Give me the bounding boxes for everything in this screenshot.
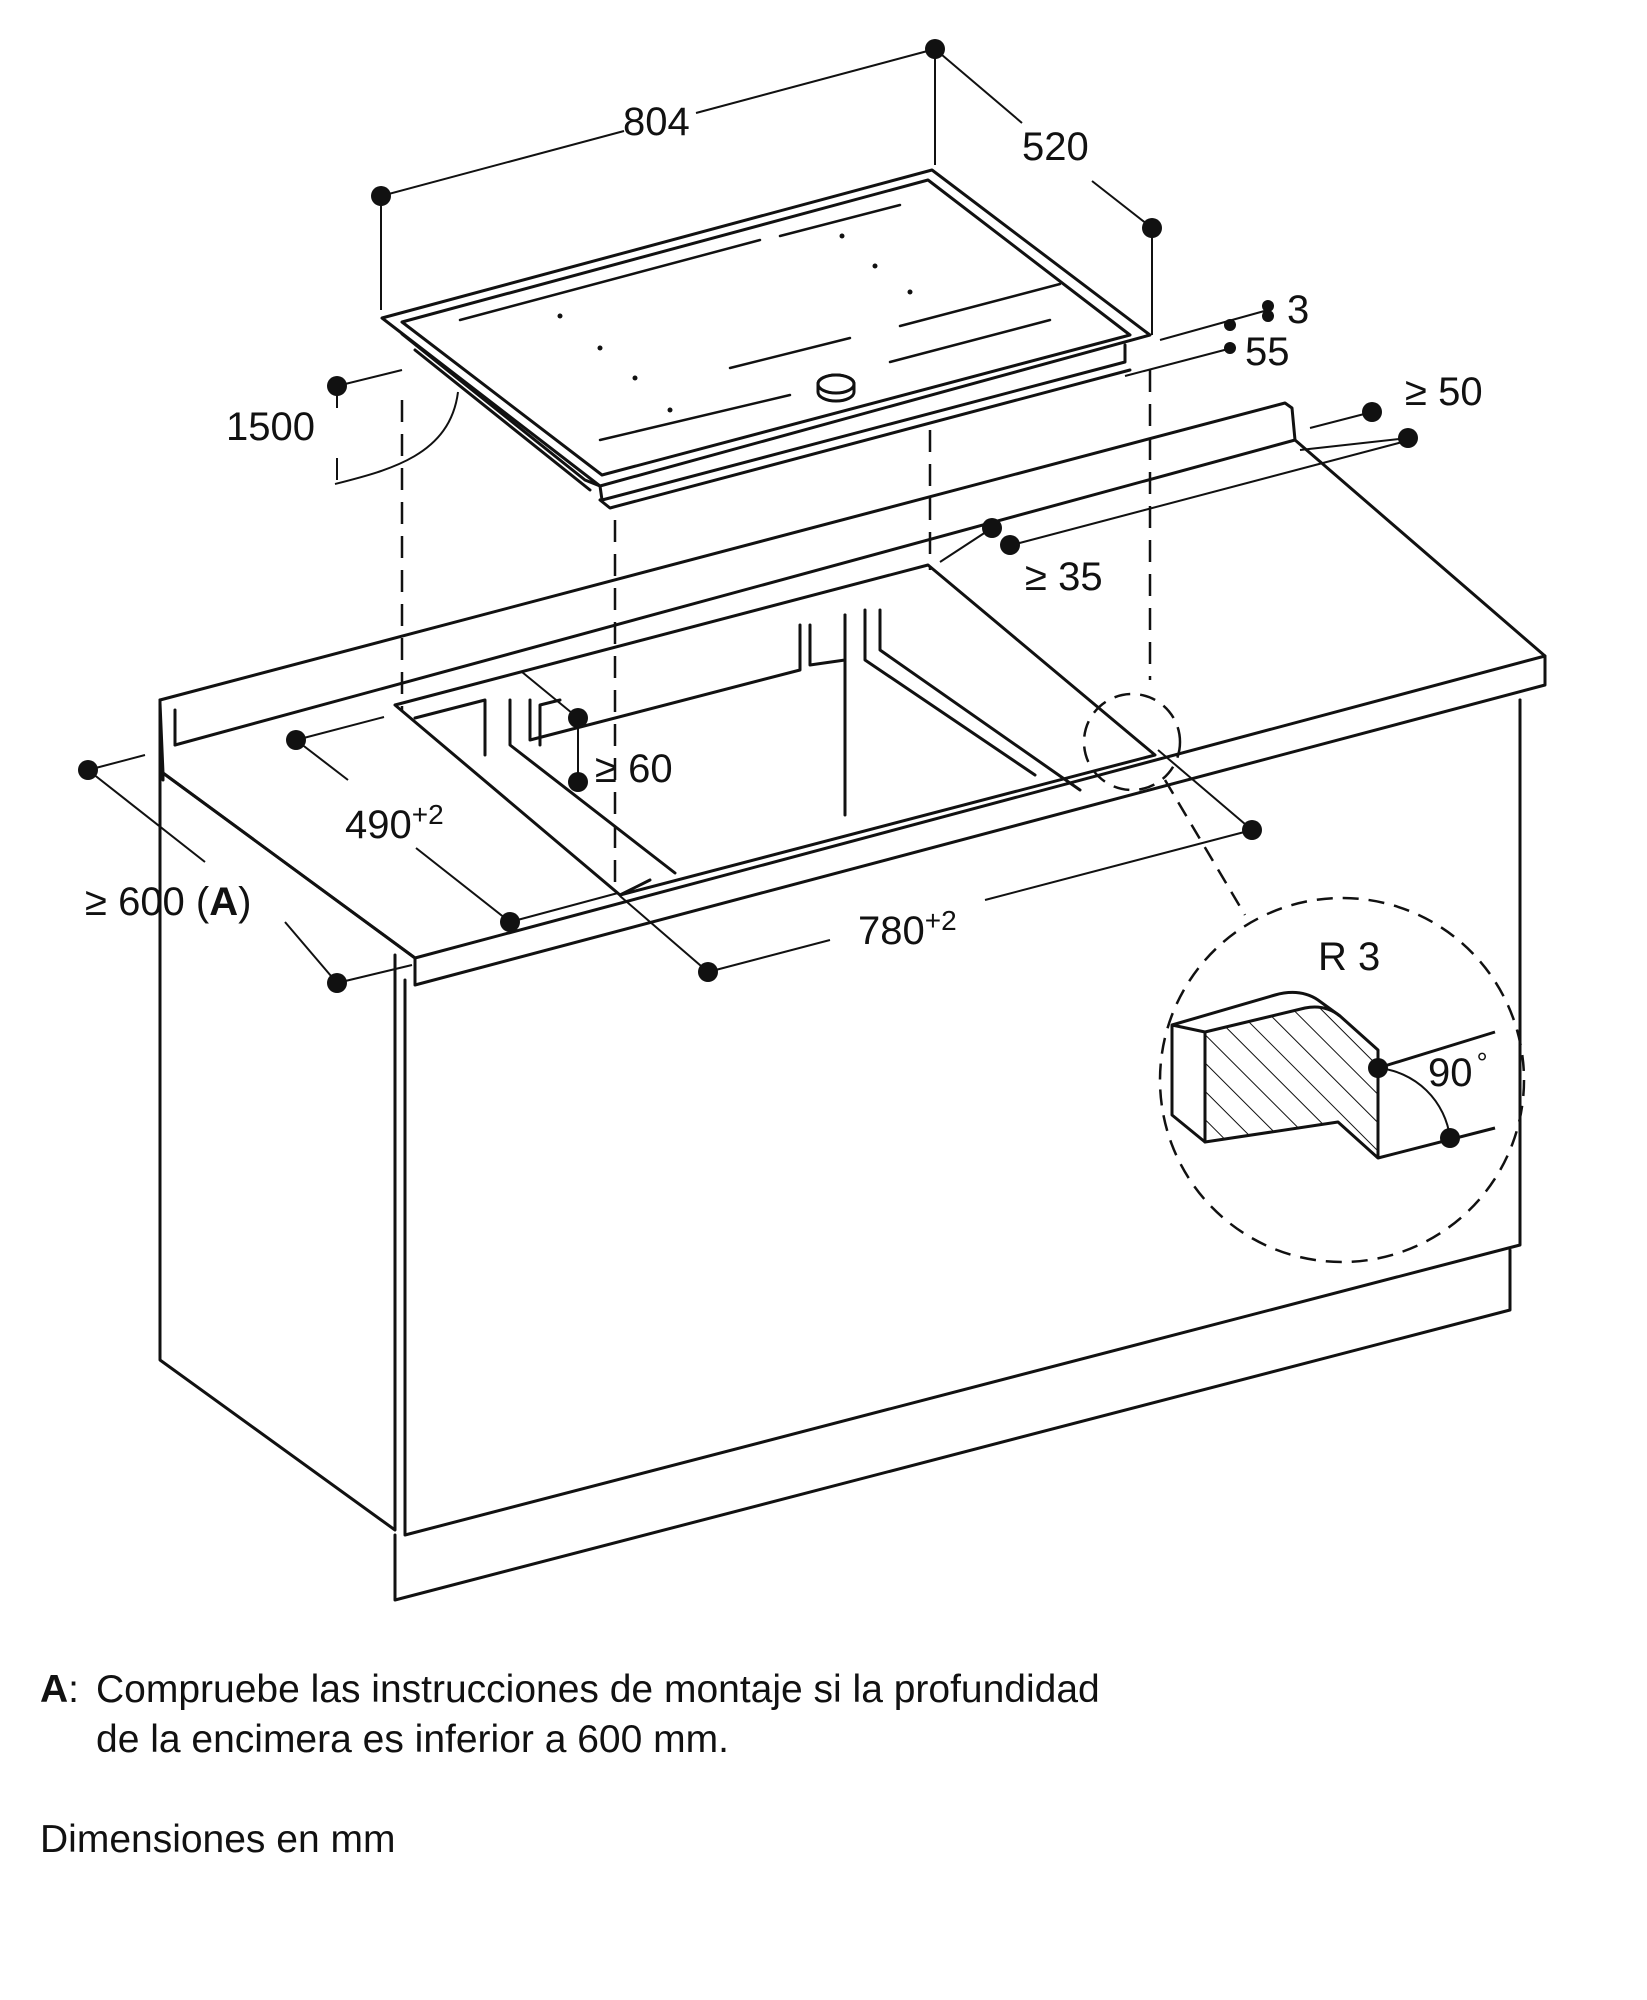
worktop-cutout: [393, 563, 1157, 897]
corner-detail-profile: [1170, 990, 1496, 1160]
dim-cutout-depth: 490+2: [345, 799, 444, 847]
installation-diagram: 804 520 3 55 1500 ≥ 50 ≥ 35 ≥ 60 490+2 7…: [78, 39, 1547, 1602]
dim-cutout-width: 780+2: [858, 905, 957, 953]
dim-worktop-depth: ≥ 600 (A): [85, 880, 251, 924]
dim-frame-clearance: ≥ 60: [595, 747, 673, 791]
footnote-a: A: Compruebe las instrucciones de montaj…: [40, 1665, 1600, 1765]
dim-worktop-depth-ref: A: [209, 880, 238, 924]
footnote-text: Compruebe las instrucciones de montaje s…: [96, 1665, 1600, 1765]
detail-callout: [1082, 692, 1526, 1264]
projection-lines: [400, 370, 1152, 890]
footnote-line-2: de la encimera es inferior a 600 mm.: [96, 1718, 729, 1761]
dimension-dots: [78, 39, 1418, 993]
dim-corner-radius: R 3: [1318, 935, 1380, 979]
control-knob-icon: [816, 373, 856, 403]
dim-hob-width: 804: [623, 100, 690, 144]
dim-cutout-depth-value: 490: [345, 803, 412, 847]
footnote-line-1: Compruebe las instrucciones de montaje s…: [96, 1668, 1100, 1711]
dim-rear-clearance: ≥ 50: [1405, 370, 1483, 414]
dim-cutout-depth-tolerance: +2: [412, 799, 444, 830]
dim-glass-thickness: 3: [1287, 288, 1309, 332]
dim-cutout-rear-clearance: ≥ 35: [1025, 555, 1103, 599]
footnote-key: A:: [40, 1668, 80, 1711]
footnotes: A: Compruebe las instrucciones de montaj…: [40, 1665, 1600, 1765]
dim-worktop-depth-value: ≥ 600 (: [85, 880, 210, 924]
dim-hob-height: 55: [1245, 330, 1290, 374]
dim-cutout-width-tolerance: +2: [925, 905, 957, 936]
base-cabinet: [158, 698, 1522, 1602]
dim-cable-length: 1500: [226, 405, 315, 449]
dim-worktop-depth-close: ): [238, 880, 251, 924]
dim-hob-depth: 520: [1022, 125, 1089, 169]
hob: [380, 168, 1152, 510]
worktop: [158, 401, 1547, 987]
footnote-key-letter: A: [40, 1668, 69, 1711]
dim-corner-angle: 90°: [1428, 1047, 1488, 1095]
dimension-lines: [87, 48, 1411, 984]
dim-corner-angle-unit: °: [1477, 1047, 1488, 1078]
dim-cutout-width-value: 780: [858, 909, 925, 953]
units-note: Dimensiones en mm: [40, 1818, 396, 1861]
dim-corner-angle-value: 90: [1428, 1051, 1473, 1095]
